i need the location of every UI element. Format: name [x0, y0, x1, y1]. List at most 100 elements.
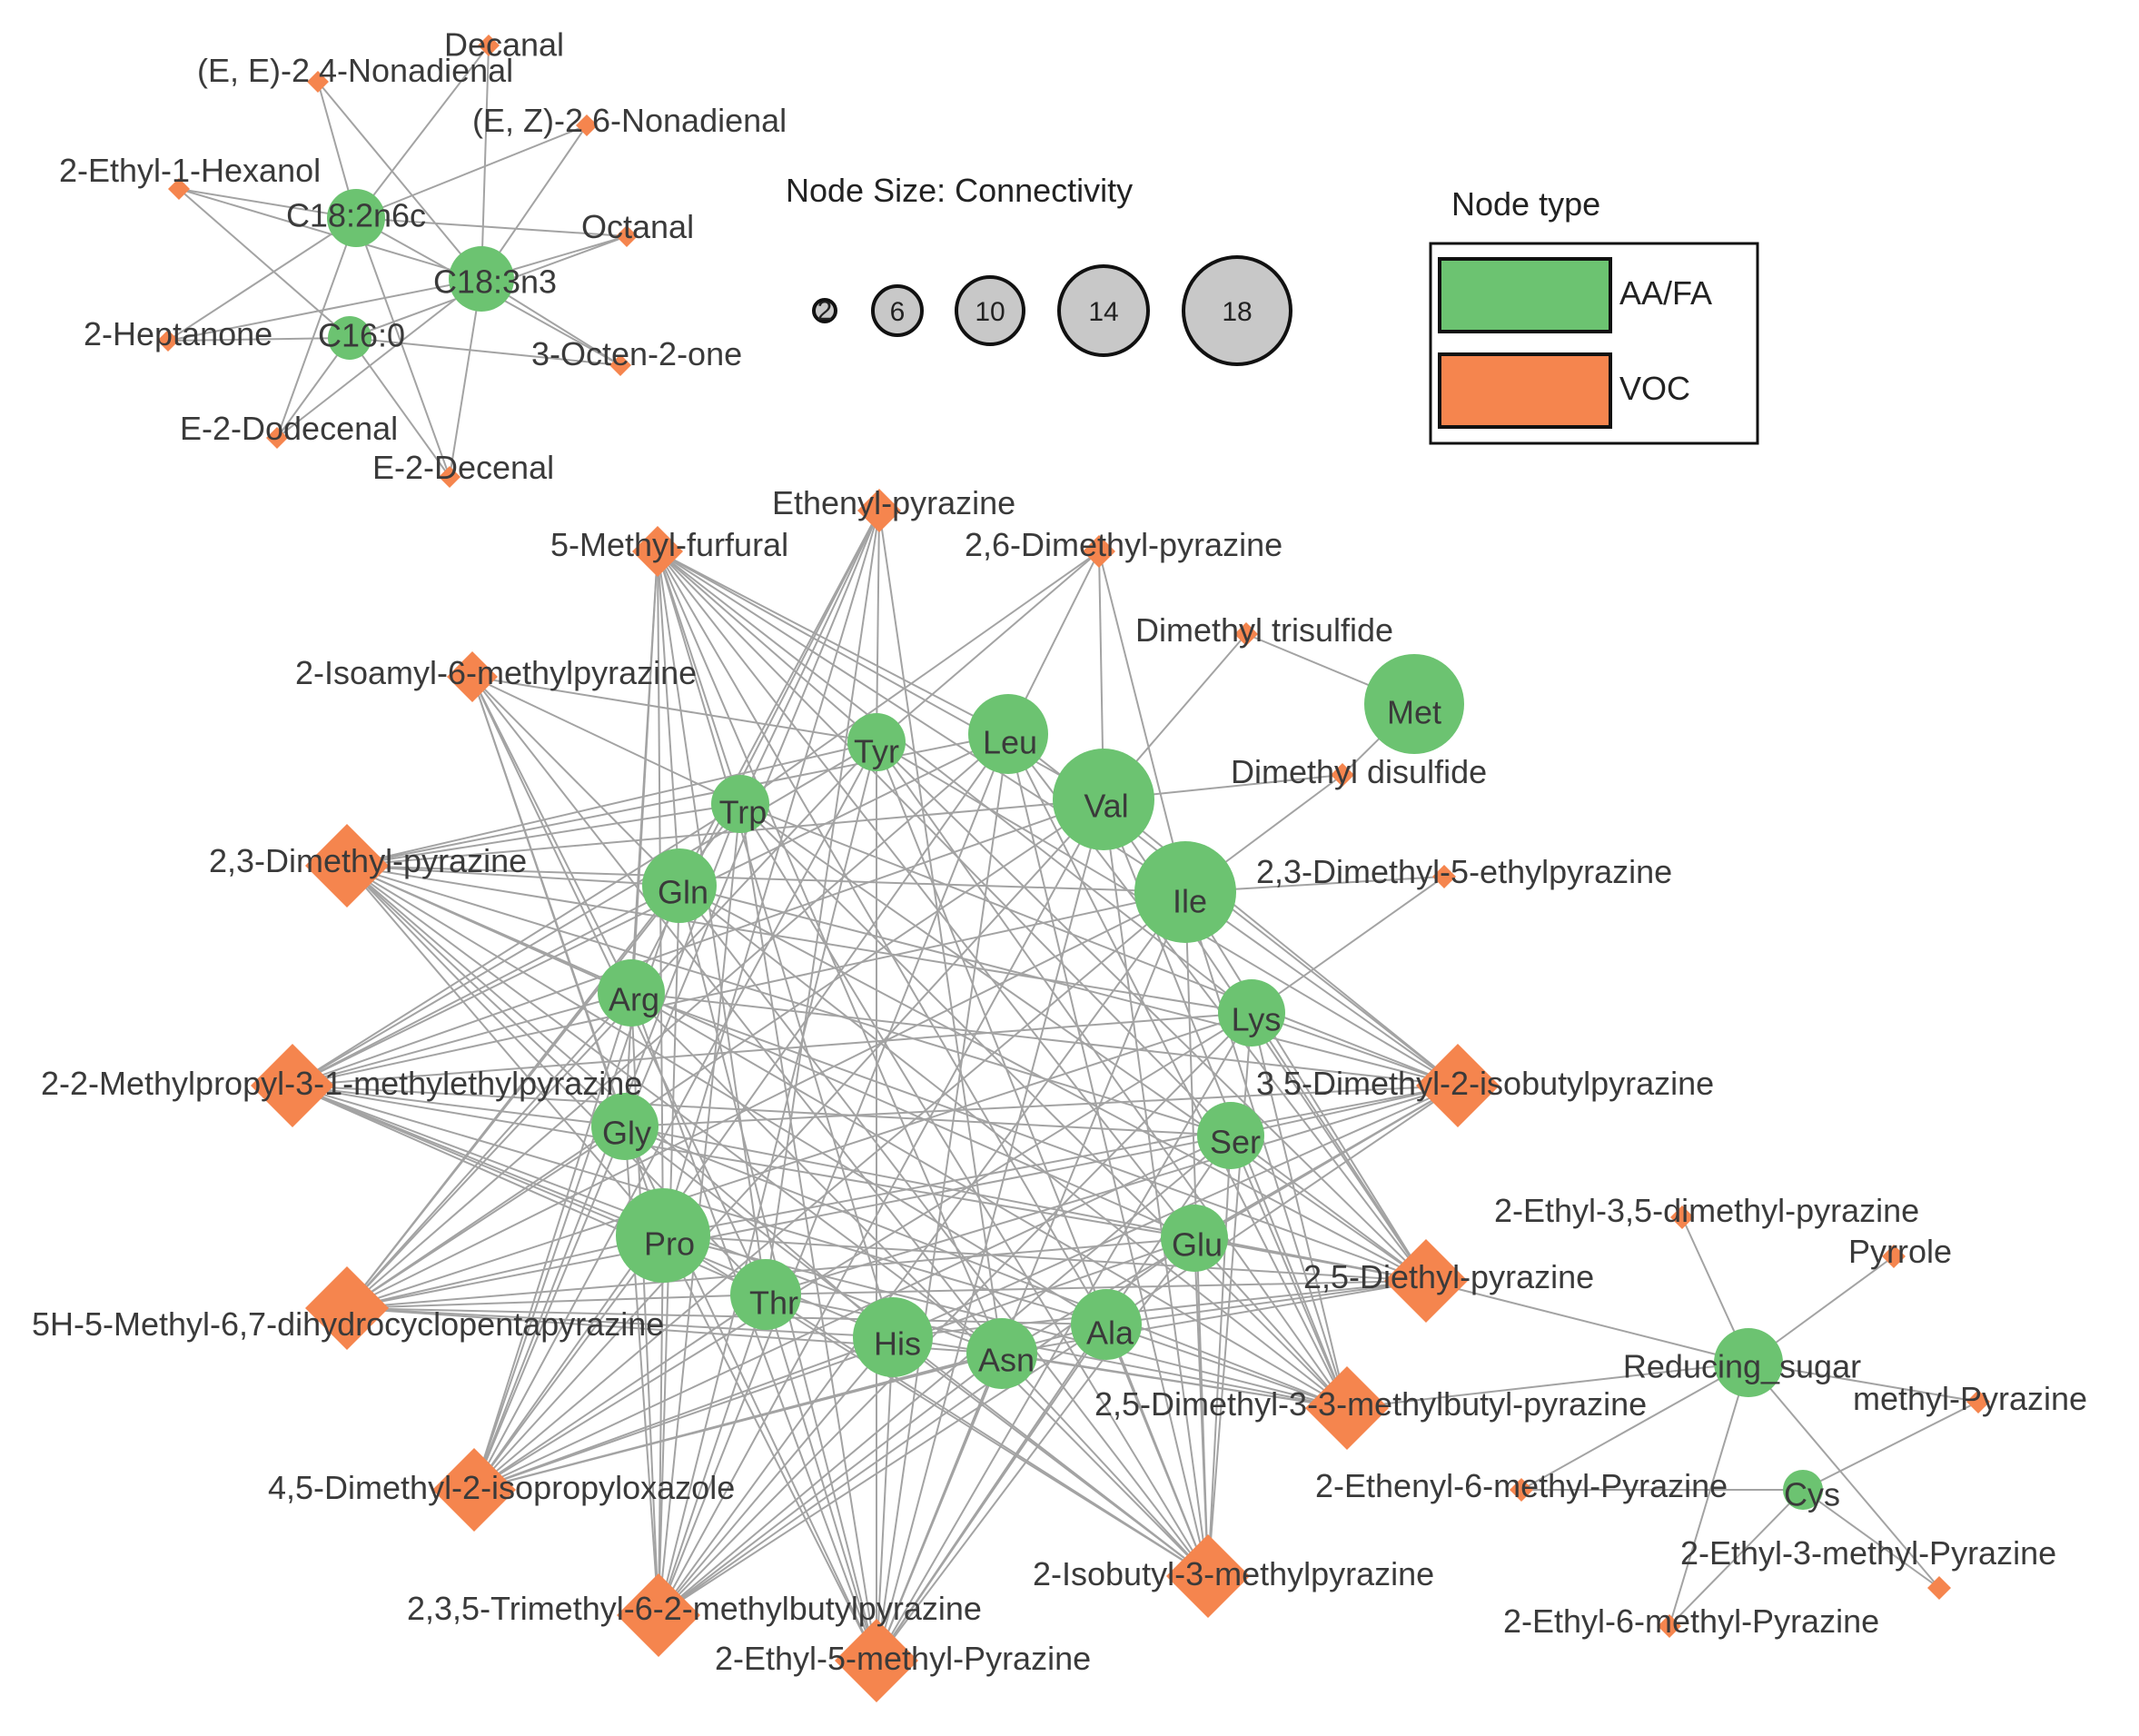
edge-leu-methfurf [657, 551, 1009, 735]
node-label-e3mp: 2-Ethyl-3-methyl-Pyrazine [1680, 1534, 2056, 1572]
edge-lys-dep25 [1251, 1012, 1427, 1282]
edge-pro-dmiox [473, 1235, 664, 1491]
edge-lys-dmiox [473, 1012, 1253, 1491]
edge-gln-dmib [678, 885, 1459, 1086]
node-label-leu: Leu [983, 724, 1037, 761]
node-label-dmiox: 4,5-Dimethyl-2-isopropyloxazole [268, 1469, 735, 1506]
edge-lys-dmmb [1251, 1012, 1348, 1409]
type-legend-swatch-voc [1438, 352, 1612, 429]
node-label-ez26: (E, Z)-2 6-Nonadienal [472, 102, 787, 139]
edge-c18_3-dodec [276, 278, 482, 439]
edge-gln-dmmb [678, 885, 1348, 1409]
edge-gly-dmmb [624, 1126, 1348, 1409]
node-hept [157, 330, 179, 352]
size-legend-circle-18 [1182, 255, 1292, 366]
node-glu [1161, 1205, 1228, 1272]
node-label-asn: Asn [978, 1342, 1035, 1379]
edge-ile-dep25 [1184, 891, 1427, 1282]
node-label-trp: Trp [719, 794, 767, 831]
node-label-decanal: Decanal [444, 26, 564, 64]
node-dmep [1432, 865, 1456, 888]
edge-trp-isoamyl [471, 676, 741, 805]
edge-thr-ethenylpyr [765, 510, 880, 1295]
node-label-dep25: 2,5-Diethyl-pyrazine [1303, 1258, 1594, 1295]
edge-his-tmmb [658, 1336, 894, 1616]
node-label-met: Met [1387, 694, 1441, 731]
edge-tyr-dmp26 [876, 551, 1100, 743]
size-legend: Node Size: Connectivity 2 6 10 14 18 [786, 172, 1292, 366]
edge-tyr-dmp23 [346, 741, 877, 867]
node-dmiox [432, 1448, 516, 1532]
edge-arg-isoamyl [471, 676, 632, 994]
node-label-ala: Ala [1086, 1314, 1134, 1352]
edge-cys-methpyr [1802, 1401, 1979, 1491]
node-label-gln: Gln [658, 874, 708, 911]
edge-thr-e5mp [765, 1294, 877, 1662]
node-label-dodec: E-2-Dodecenal [180, 410, 398, 447]
node-leu [968, 694, 1048, 774]
edge-c18_2-decanal [355, 45, 490, 219]
edge-val-tmmb [658, 799, 1104, 1616]
node-c18_2 [327, 189, 385, 247]
node-label-methfurf: 5-Methyl-furfural [550, 526, 788, 563]
edge-c18_3-decen [449, 278, 482, 478]
node-ibmp [1166, 1534, 1250, 1618]
node-label-tmmb: 2,3,5-Trimethyl-6-2-methylbutylpyrazine [407, 1590, 982, 1627]
node-layer [157, 35, 1990, 1702]
edge-arg-dmmb [630, 992, 1348, 1409]
edge-ser-dmib [1230, 1085, 1459, 1136]
edge-lys-dmep [1251, 876, 1445, 1014]
edge-trp-dmib [739, 803, 1459, 1086]
size-legend-value-10: 10 [975, 297, 1005, 327]
edge-ser-h5m [346, 1135, 1232, 1309]
node-dep25 [1384, 1239, 1468, 1323]
edge-gly-dep25 [624, 1126, 1427, 1282]
node-decen [439, 466, 460, 488]
node-label-isoamyl: 2-Isoamyl-6-methylpyrazine [295, 654, 697, 691]
node-label-e35dmp: 2-Ethyl-3,5-dimethyl-pyrazine [1494, 1192, 1919, 1229]
node-label-ethylhex: 2-Ethyl-1-Hexanol [59, 152, 321, 189]
edge-glu-methfurf [657, 551, 1195, 1239]
edge-gly-dmiox [473, 1126, 626, 1491]
edge-lys-tmmb [658, 1012, 1253, 1616]
edge-tyr-methfurf [657, 551, 877, 743]
node-met [1364, 654, 1464, 754]
node-e5mp [835, 1619, 918, 1702]
edge-redsug-methpyr [1748, 1362, 1979, 1403]
node-dmmb [1305, 1366, 1389, 1450]
edge-asn-dep25 [1001, 1280, 1427, 1354]
edge-his-h5m [346, 1307, 894, 1338]
edge-pro-dmp23 [346, 865, 664, 1236]
edge-trp-dep25 [739, 803, 1427, 1282]
edge-tyr-dmiox [473, 741, 877, 1491]
edge-ile-tmmb [658, 891, 1186, 1616]
node-label-ile: Ile [1173, 883, 1207, 920]
edge-lys-dmib [1251, 1012, 1459, 1086]
node-label-his: His [874, 1325, 921, 1363]
node-gly [591, 1093, 659, 1160]
edge-thr-tmmb [658, 1294, 767, 1616]
edge-glu-e5mp [876, 1237, 1195, 1662]
node-dmts [1234, 622, 1258, 646]
edge-ile-h5m [346, 891, 1186, 1309]
edge-c18_3-hept [167, 278, 482, 342]
node-arg [598, 959, 665, 1027]
edge-redsug-dep25 [1425, 1280, 1749, 1364]
node-label-dmp26: 2,6-Dimethyl-pyrazine [965, 526, 1282, 563]
edge-ala-methfurf [657, 551, 1107, 1325]
edge-redsug-e3mp [1748, 1362, 1940, 1589]
node-label-val: Val [1084, 788, 1128, 825]
edge-leu-h5m [346, 733, 1009, 1309]
edge-glu-dep25 [1193, 1237, 1427, 1282]
edge-ala-dmib [1105, 1085, 1459, 1325]
node-label-pro: Pro [644, 1225, 695, 1263]
node-e3mp [1927, 1576, 1951, 1600]
edge-c18_3-ee24 [317, 81, 482, 280]
node-tmmb [617, 1573, 700, 1657]
edge-gln-methfurf [657, 551, 680, 887]
edge-c16-hept [167, 337, 351, 342]
edge-ala-h5m [346, 1307, 1107, 1325]
edge-ala-ibmp [1105, 1324, 1209, 1577]
edge-leu-mpmep [292, 733, 1009, 1086]
node-label-h5m: 5H-5-Methyl-6,7-dihydrocyclopentapyrazin… [32, 1305, 664, 1343]
